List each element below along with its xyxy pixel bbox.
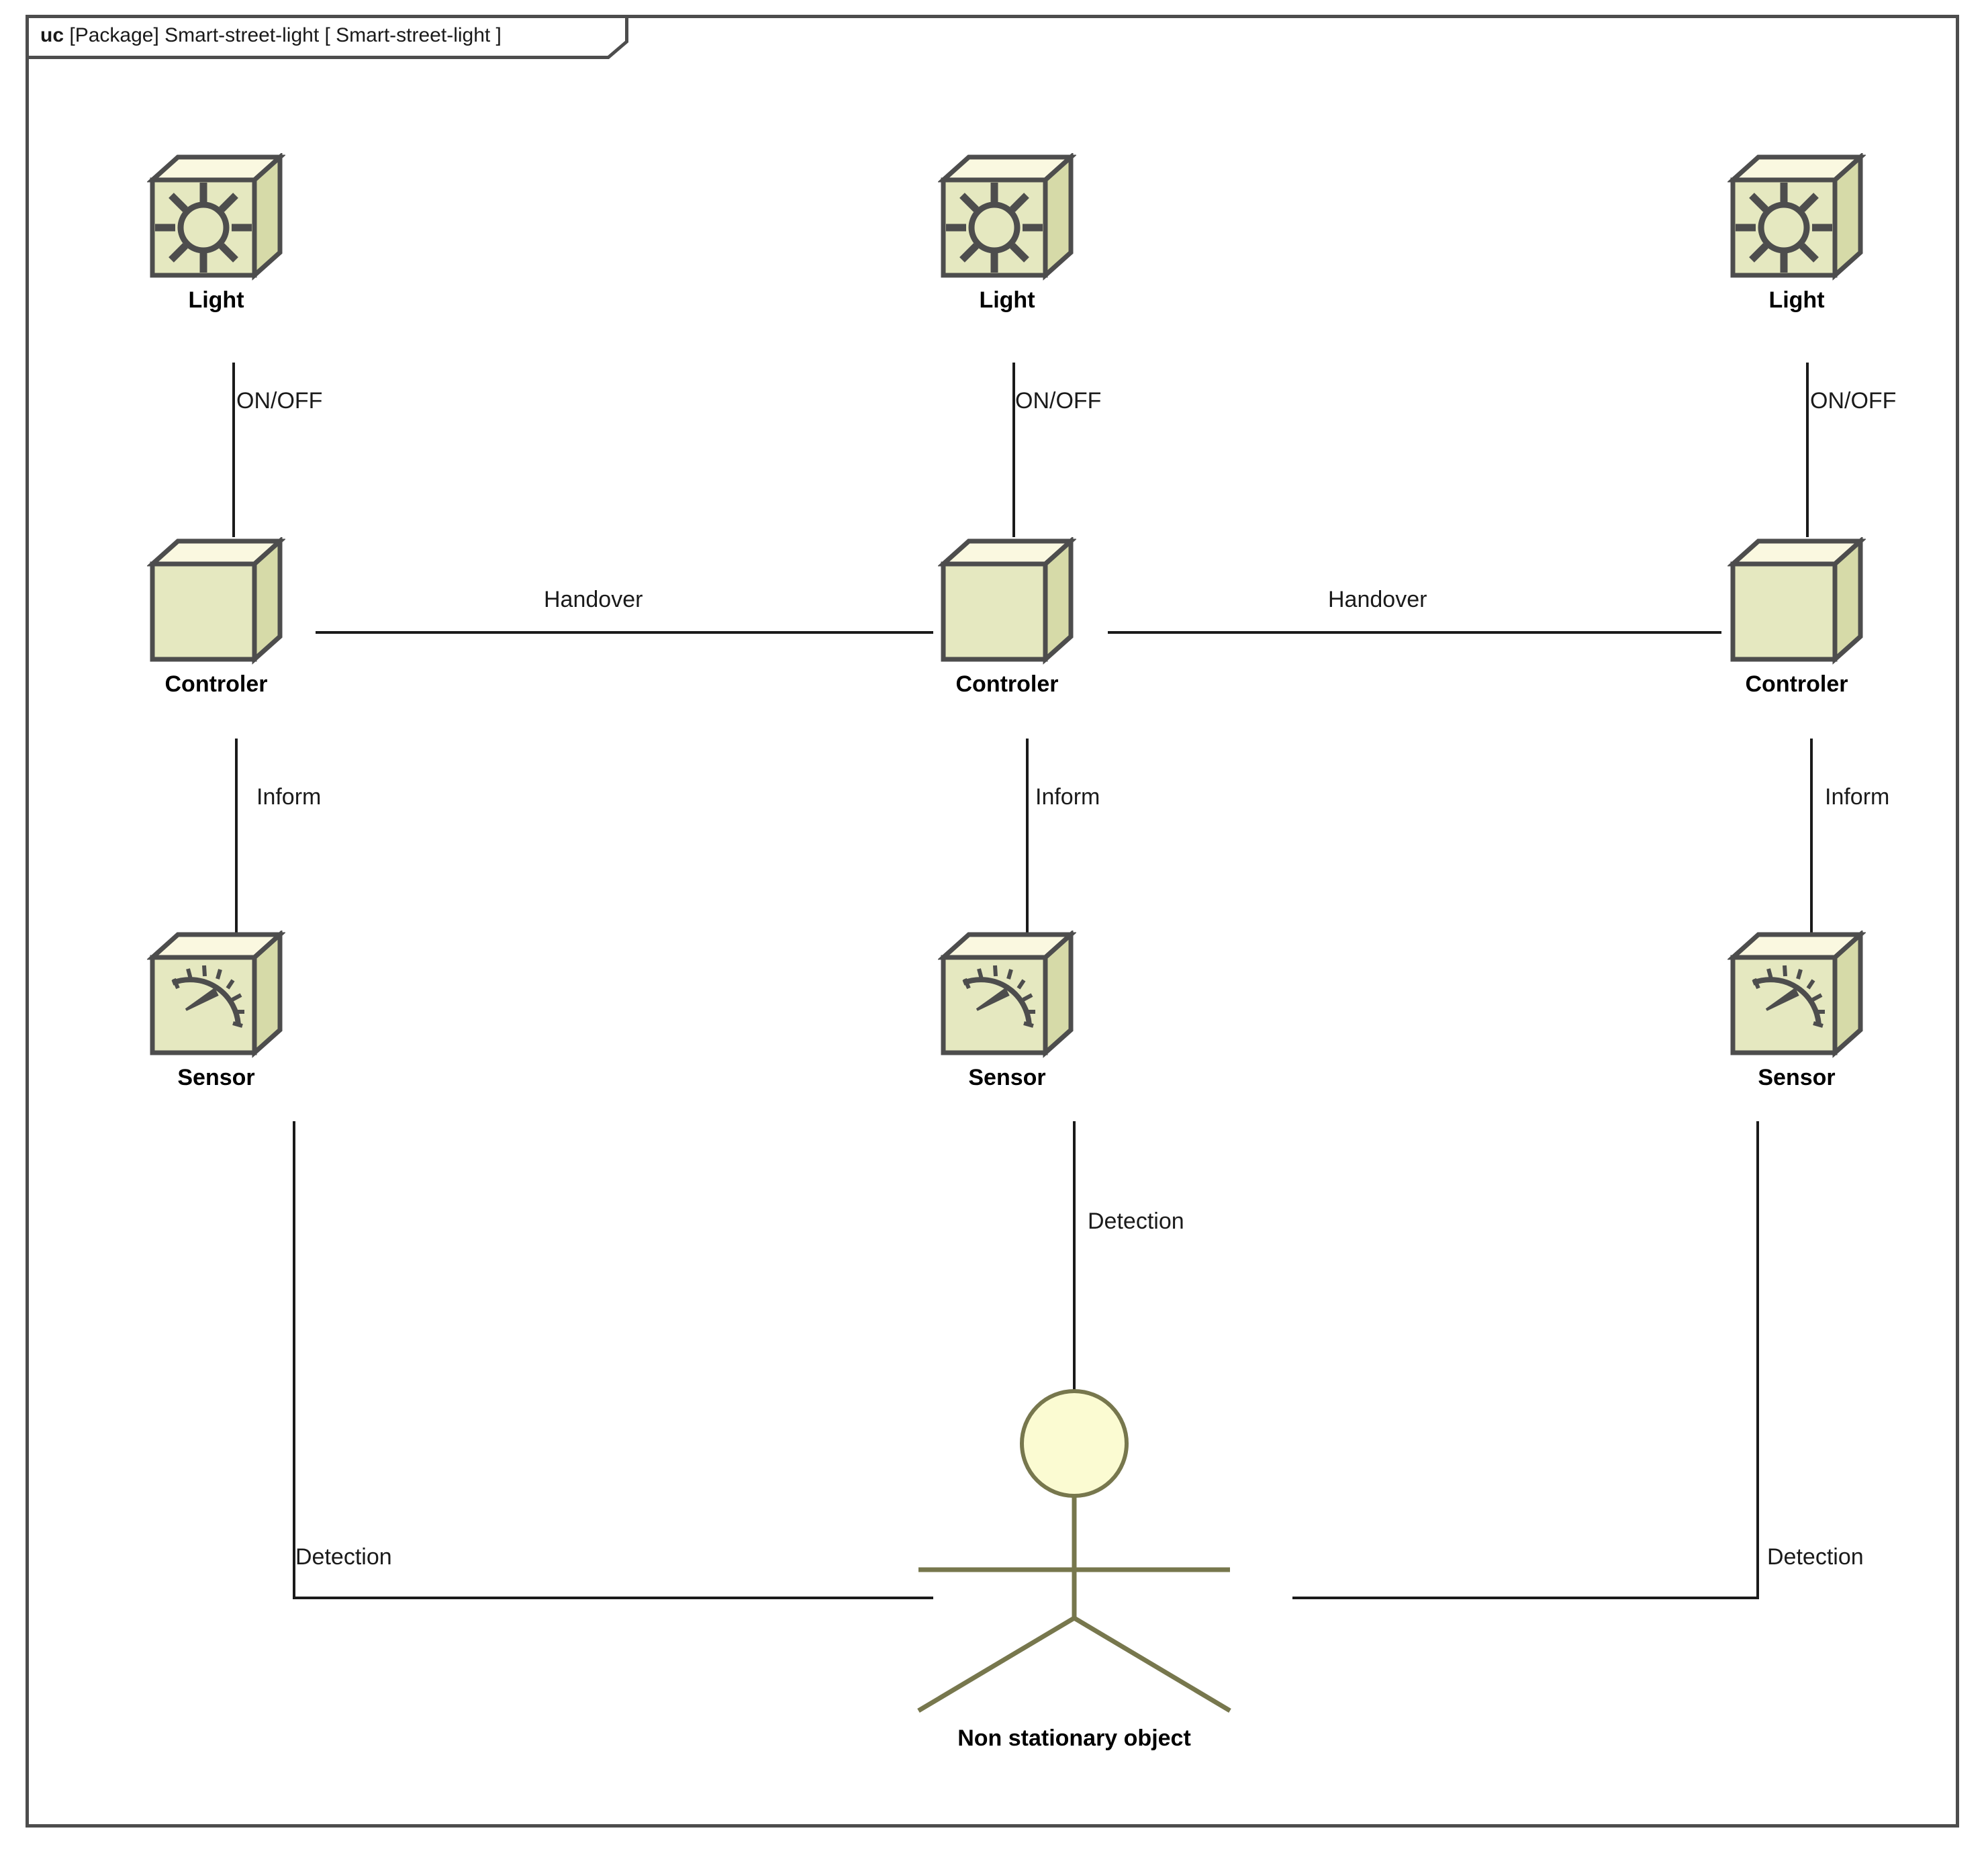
controler-block-icon	[937, 536, 1078, 665]
block-controler-center[interactable]: Controler	[920, 536, 1094, 698]
edge-label-on-off-center: ON/OFF	[1015, 388, 1102, 414]
frame-tab-shape	[26, 15, 628, 59]
actor-head	[1020, 1389, 1129, 1498]
edge-label-inform-left: Inform	[256, 784, 322, 810]
frame-tab-label: uc [Package] Smart-street-light [ Smart-…	[40, 24, 502, 47]
edge-label-detection-left: Detection	[295, 1544, 392, 1570]
frame-tab-keyword: uc	[40, 24, 64, 46]
edge-label-inform-center: Inform	[1035, 784, 1100, 810]
block-label: Controler	[1745, 671, 1848, 697]
actor-leg-right	[1073, 1615, 1231, 1713]
block-light-right[interactable]: Light	[1709, 152, 1884, 314]
block-label: Controler	[164, 671, 268, 697]
actor-leg-left	[917, 1615, 1076, 1713]
block-light-center[interactable]: Light	[920, 152, 1094, 314]
block-label: Controler	[955, 671, 1059, 697]
block-label: Sensor	[1758, 1065, 1836, 1090]
frame-tab-title: [Package] Smart-street-light [ Smart-str…	[69, 24, 502, 46]
edge-label-detection-center: Detection	[1088, 1208, 1184, 1234]
block-sensor-center[interactable]: Sensor	[920, 929, 1094, 1091]
block-label: Light	[979, 287, 1035, 313]
light-block-icon	[1726, 152, 1867, 281]
edge-label-handover-left: Handover	[544, 587, 643, 612]
block-controler-left[interactable]: Controler	[129, 536, 303, 698]
block-sensor-left[interactable]: Sensor	[129, 929, 303, 1091]
light-block-icon	[146, 152, 287, 281]
actor-non-stationary-object[interactable]: Non stationary object	[900, 1383, 1249, 1751]
controler-block-icon	[1726, 536, 1867, 665]
block-label: Light	[1768, 287, 1825, 313]
edge-label-detection-right: Detection	[1767, 1544, 1864, 1570]
edge-label-on-off-right: ON/OFF	[1810, 388, 1897, 414]
block-controler-right[interactable]: Controler	[1709, 536, 1884, 698]
actor-label: Non stationary object	[957, 1725, 1191, 1751]
block-light-left[interactable]: Light	[129, 152, 303, 314]
block-label: Light	[188, 287, 244, 313]
light-block-icon	[937, 152, 1078, 281]
edge-label-handover-right: Handover	[1328, 587, 1427, 612]
sensor-block-icon	[1726, 929, 1867, 1058]
controler-block-icon	[146, 536, 287, 665]
sensor-block-icon	[146, 929, 287, 1058]
diagram-frame-tab: uc [Package] Smart-street-light [ Smart-…	[26, 15, 628, 59]
actor-stick-figure-icon	[900, 1383, 1249, 1739]
block-label: Sensor	[177, 1065, 255, 1090]
edge-label-on-off-left: ON/OFF	[236, 388, 323, 414]
edge-label-inform-right: Inform	[1825, 784, 1890, 810]
sensor-block-icon	[937, 929, 1078, 1058]
block-label: Sensor	[968, 1065, 1046, 1090]
block-sensor-right[interactable]: Sensor	[1709, 929, 1884, 1091]
